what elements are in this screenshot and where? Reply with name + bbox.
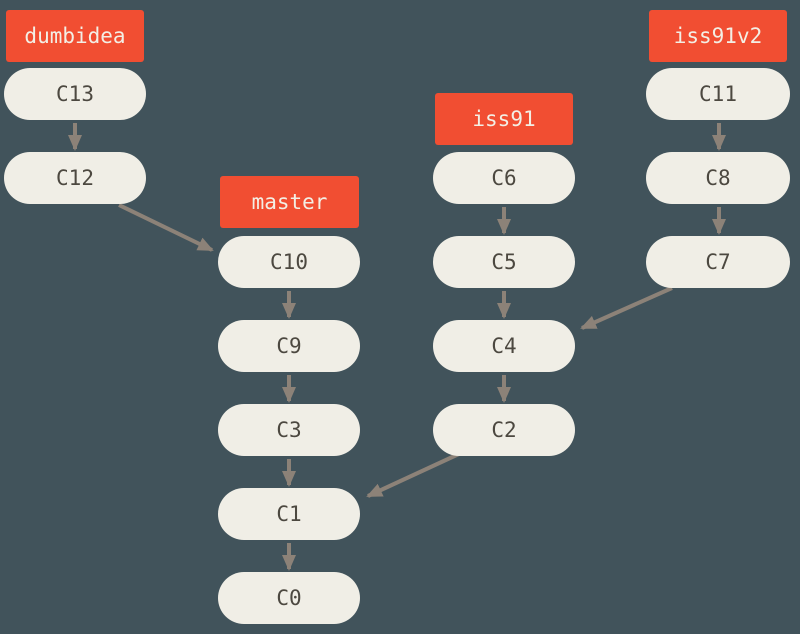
branch-label-iss91v2: iss91v2 [649, 10, 787, 62]
branch-label-dumbidea: dumbidea [6, 10, 144, 62]
commit-id: C1 [276, 502, 302, 526]
commit-node-c5: C5 [433, 236, 575, 288]
commit-id: C0 [276, 586, 302, 610]
commit-node-c9: C9 [218, 320, 360, 372]
commit-node-c12: C12 [4, 152, 146, 204]
commit-id: C3 [276, 418, 302, 442]
commit-id: C6 [491, 166, 517, 190]
branch-label-iss91: iss91 [435, 93, 573, 145]
commit-node-c0: C0 [218, 572, 360, 624]
commit-node-c3: C3 [218, 404, 360, 456]
commit-node-c1: C1 [218, 488, 360, 540]
edge-c12-c10 [118, 203, 214, 252]
commit-node-c7: C7 [646, 236, 790, 288]
commit-id: C9 [276, 334, 302, 358]
commit-node-c8: C8 [646, 152, 790, 204]
branch-name: iss91v2 [673, 24, 763, 48]
branch-label-master: master [220, 176, 359, 228]
commit-id: C10 [270, 250, 308, 274]
commit-node-c6: C6 [433, 152, 575, 204]
edge-c7-c4 [580, 286, 673, 330]
commit-id: C7 [705, 250, 731, 274]
commit-node-c11: C11 [646, 68, 790, 120]
branch-name: master [251, 190, 328, 214]
commit-node-c2: C2 [433, 404, 575, 456]
commit-id: C8 [705, 166, 731, 190]
commit-node-c13: C13 [4, 68, 146, 120]
commit-id: C5 [491, 250, 517, 274]
commit-node-c4: C4 [433, 320, 575, 372]
branch-name: iss91 [472, 107, 536, 131]
commit-id: C4 [491, 334, 517, 358]
commit-id: C2 [491, 418, 517, 442]
commit-id: C12 [56, 166, 94, 190]
edge-c2-c1 [366, 451, 462, 498]
commit-node-c10: C10 [218, 236, 360, 288]
branch-name: dumbidea [24, 24, 126, 48]
commit-id: C11 [699, 82, 737, 106]
commit-id: C13 [56, 82, 94, 106]
